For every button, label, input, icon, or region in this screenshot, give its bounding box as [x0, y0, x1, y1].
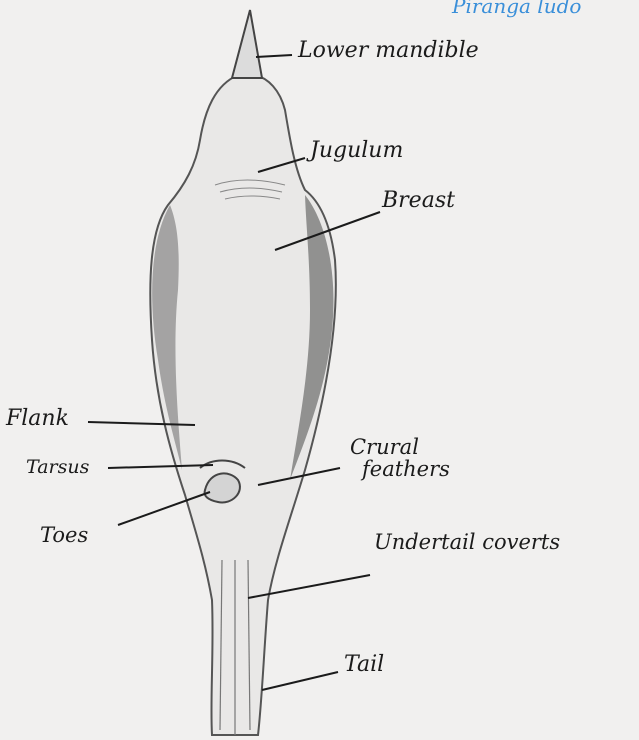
- label-undertail-coverts: Undertail coverts: [374, 532, 560, 553]
- leader-lower-mandible: [256, 55, 292, 57]
- label-crural-line1: Crural: [350, 436, 450, 458]
- leader-tail: [262, 672, 338, 690]
- label-flank: Flank: [6, 408, 69, 430]
- label-crural-line2: feathers: [362, 458, 450, 480]
- label-jugulum: Jugulum: [310, 140, 403, 162]
- label-tarsus: Tarsus: [26, 458, 89, 477]
- label-crural-feathers: Crural feathers: [350, 436, 450, 480]
- label-breast: Breast: [382, 190, 455, 212]
- label-toes: Toes: [40, 525, 88, 546]
- label-tail: Tail: [344, 654, 384, 676]
- species-name-text: Piranga ludo: [452, 0, 581, 16]
- label-lower-mandible: Lower mandible: [298, 40, 479, 62]
- beak: [232, 10, 262, 78]
